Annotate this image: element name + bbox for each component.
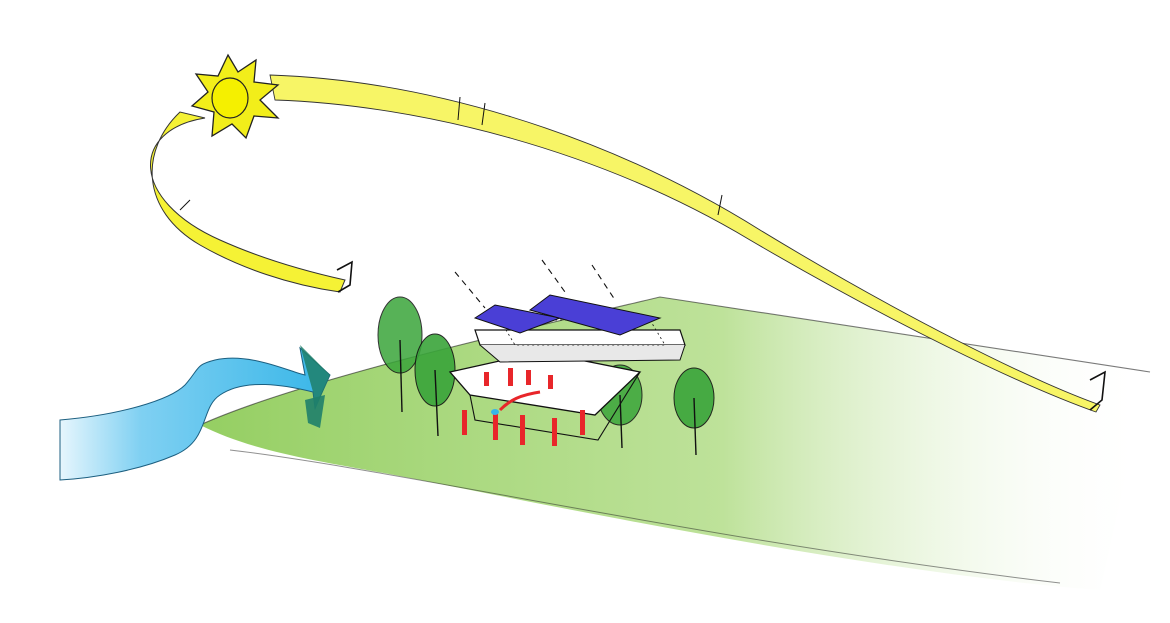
sun-icon	[190, 53, 280, 140]
tree-icon	[673, 367, 715, 456]
tree-icon	[414, 333, 456, 437]
sun-path	[150, 74, 1106, 413]
building	[448, 294, 686, 446]
sun-ray-lines	[454, 259, 616, 309]
tree-icon	[377, 296, 423, 413]
roof-panel	[528, 294, 662, 336]
columns	[462, 368, 585, 446]
wind-arrow-icon	[300, 345, 330, 410]
wind-flow	[59, 345, 331, 481]
